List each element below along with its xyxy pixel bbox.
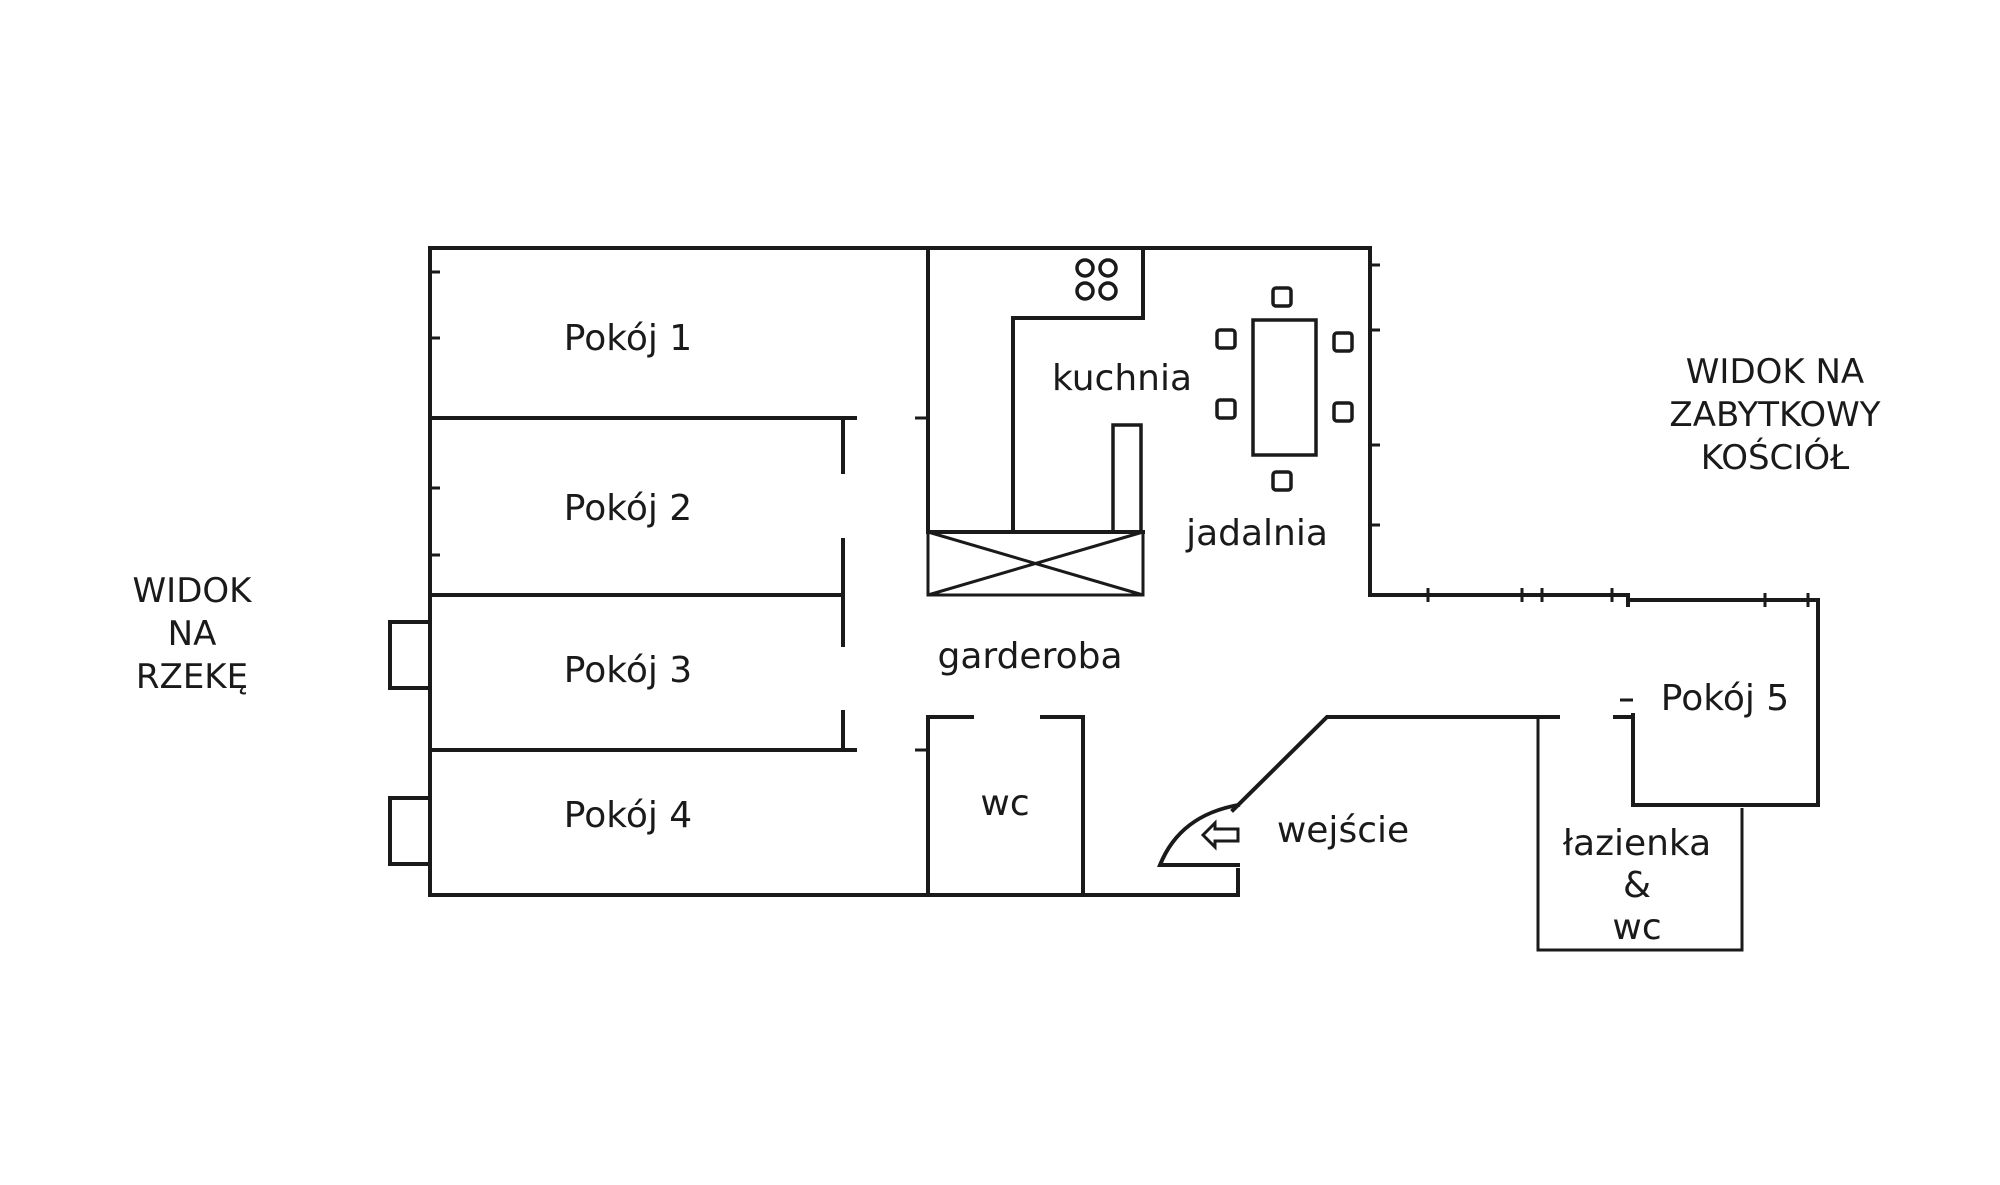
entrance-arrow-icon [1200, 819, 1240, 851]
counter-block [1111, 423, 1143, 534]
view-church-line-3: KOŚCIÓŁ [1701, 437, 1849, 478]
label-garderoba: garderoba [937, 636, 1122, 677]
chair-icon [1332, 401, 1354, 423]
chair-icon [1215, 328, 1237, 350]
view-river-line-2: NA [168, 614, 217, 654]
chair-icon [1332, 331, 1354, 353]
kitchen-counter [1011, 246, 1145, 534]
view-church-line-1: WIDOK NA [1686, 352, 1864, 392]
dining-table-icon [1215, 286, 1354, 492]
chair-icon [1271, 470, 1293, 492]
label-lazienka-wc: wc [1612, 907, 1661, 948]
label-lazienka: łazienka [1563, 823, 1711, 864]
entrance-door-icon [1157, 802, 1241, 867]
balcony-icons [388, 620, 432, 866]
view-church-line-2: ZABYTKOWY [1669, 395, 1880, 435]
table [1251, 318, 1318, 457]
outer-walls [428, 246, 1820, 952]
stove-icon [1075, 258, 1118, 301]
label-pokoj-4: Pokój 4 [564, 795, 692, 836]
label-wc: wc [980, 783, 1029, 824]
interior-walls [428, 246, 1635, 897]
label-pokoj-1: Pokój 1 [564, 318, 692, 359]
label-pokoj-5: Pokój 5 [1661, 678, 1789, 719]
chair-icon [1271, 286, 1293, 308]
label-kuchnia: kuchnia [1052, 358, 1192, 399]
label-lazienka-amp: & [1623, 865, 1651, 906]
label-jadalnia: jadalnia [1185, 513, 1328, 554]
label-wejscie: wejście [1277, 810, 1409, 851]
view-river-line-1: WIDOK [133, 571, 254, 611]
label-pokoj-2: Pokój 2 [564, 488, 692, 529]
window-ticks [430, 263, 1810, 607]
closet-icon [926, 530, 1145, 597]
view-river-line-3: RZEKĘ [136, 657, 248, 697]
chair-icon [1215, 398, 1237, 420]
label-pokoj-3: Pokój 3 [564, 650, 692, 691]
